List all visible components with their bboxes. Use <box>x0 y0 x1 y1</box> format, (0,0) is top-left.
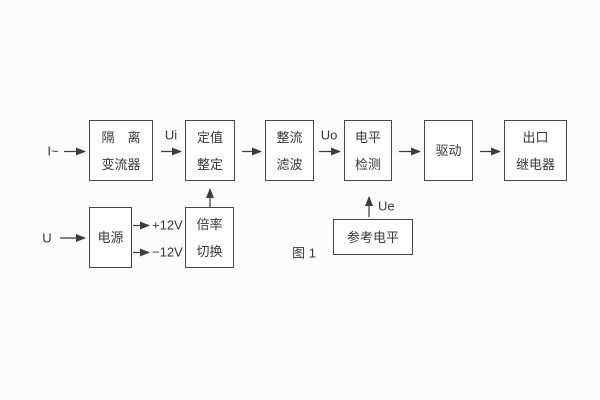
block-isolation-transformer: 隔 离 变流器 <box>89 120 153 181</box>
block-label-line2: 继电器 <box>515 156 555 172</box>
block-label-line2: 检测 <box>354 156 381 172</box>
block-label-line2: 整定 <box>196 156 223 172</box>
block-value-setting: 定值 整定 <box>185 120 235 181</box>
label-input-voltage: U <box>42 230 52 246</box>
label-ui: Ui <box>164 127 178 143</box>
figure-caption: 图 1 <box>292 245 316 261</box>
label-plus-12v: +12V <box>152 217 183 233</box>
block-power-supply: 电源 <box>89 207 132 268</box>
block-label-line1: 出口 <box>522 129 549 145</box>
block-level-detection: 电平 检测 <box>344 120 392 181</box>
block-label-line2: 变流器 <box>101 156 141 172</box>
block-ratio-switch: 倍率 切换 <box>185 207 234 268</box>
label-minus-12v: −12V <box>152 244 183 260</box>
block-label-line1: 倍率 <box>196 216 223 232</box>
block-label-line1: 隔 离 <box>101 129 141 145</box>
block-output-relay: 出口 继电器 <box>504 120 567 181</box>
block-label-line1: 参考电平 <box>346 229 399 245</box>
block-label-line2: 滤波 <box>276 156 303 172</box>
block-label-line2: 切换 <box>196 243 223 259</box>
block-driver: 驱动 <box>424 120 473 181</box>
label-input-current: I~ <box>47 143 59 159</box>
block-reference-level: 参考电平 <box>333 219 413 255</box>
block-label-line1: 电源 <box>97 230 124 245</box>
block-rectifier-filter: 整流 滤波 <box>265 120 314 181</box>
label-ue: Ue <box>378 198 395 214</box>
block-label-line1: 整流 <box>276 129 303 145</box>
label-uo: Uo <box>320 127 338 143</box>
block-label-line1: 定值 <box>196 129 223 145</box>
block-label-line1: 驱动 <box>435 143 462 158</box>
block-label-line1: 电平 <box>354 129 381 145</box>
